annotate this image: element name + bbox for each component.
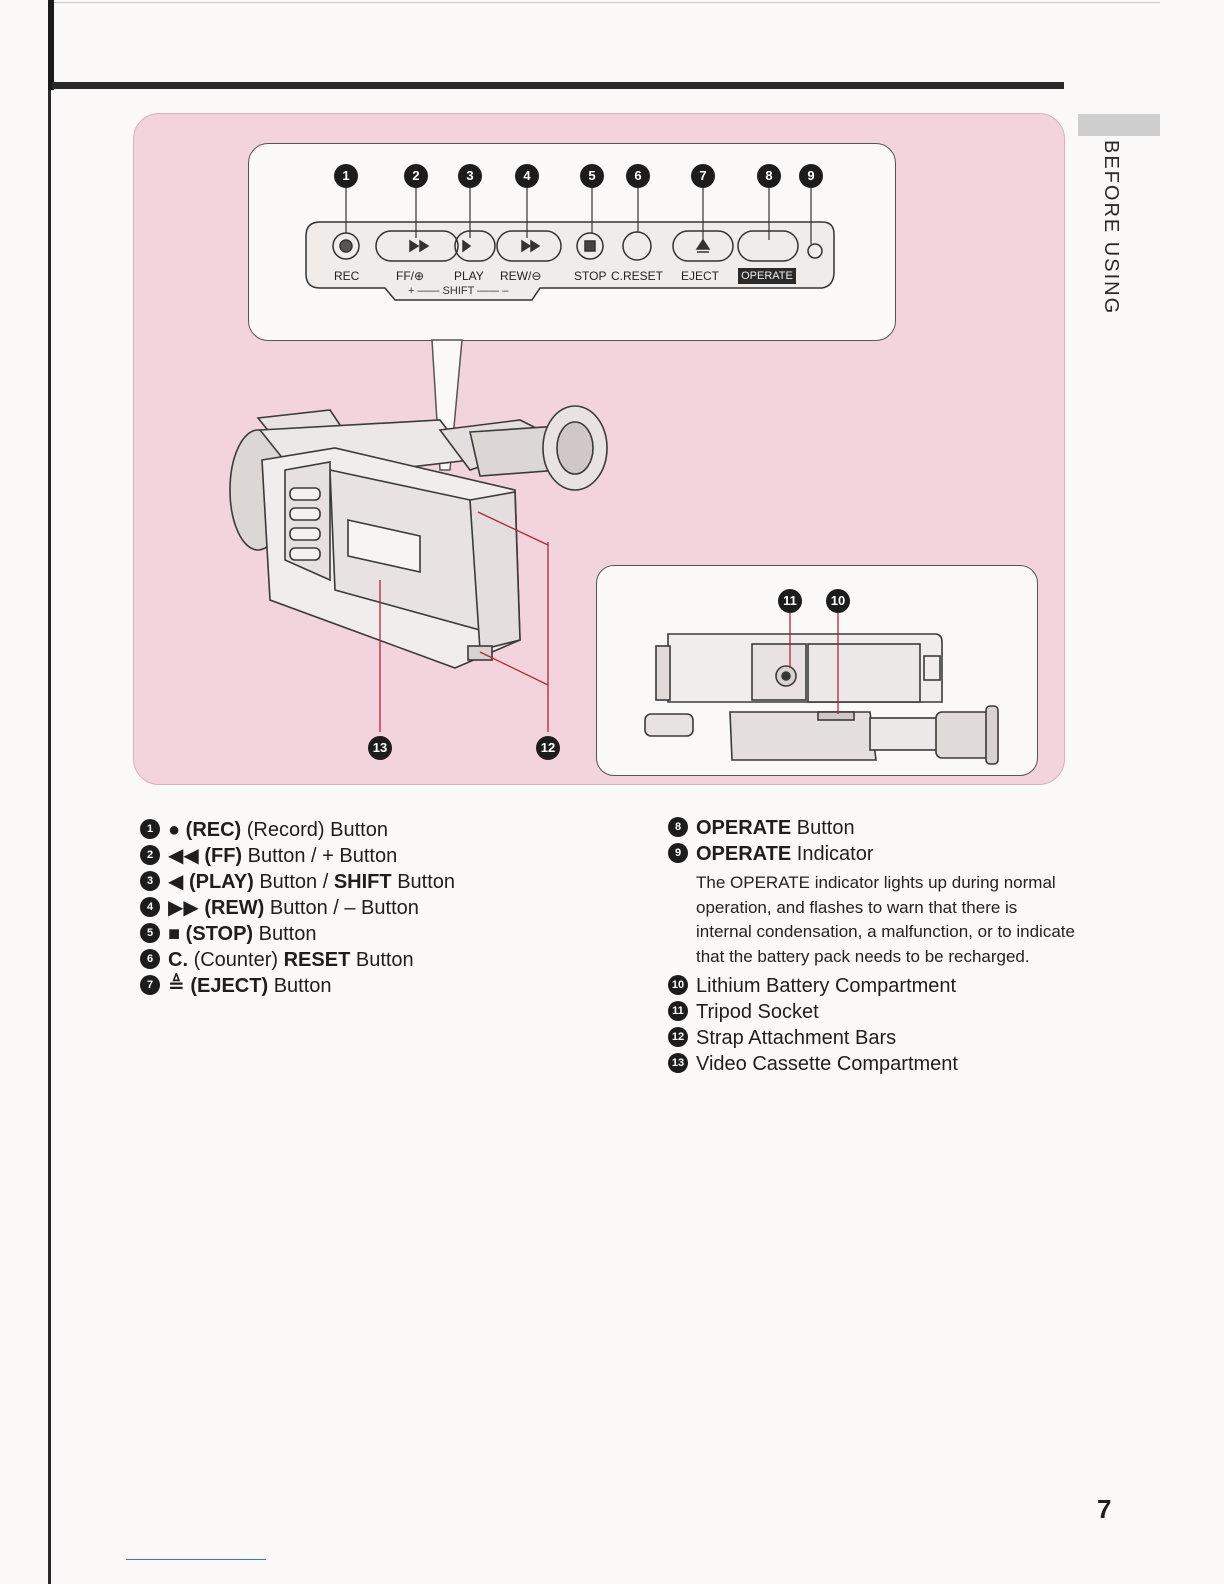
list-item: 13 Video Cassette Compartment — [668, 1051, 1076, 1077]
list-item: 9 OPERATE Indicator — [668, 841, 1076, 867]
item-number: 13 — [668, 1052, 688, 1073]
item-number: 4 — [140, 896, 160, 917]
item-bold-2: SHIFT — [333, 871, 392, 893]
callout-number-11: 11 — [778, 589, 802, 613]
header-rule — [52, 82, 1064, 89]
binding-edge-top — [48, 0, 54, 90]
item-number: 9 — [668, 842, 688, 863]
item-text: Tripod Socket — [696, 1001, 819, 1023]
item-number: 11 — [668, 1000, 688, 1021]
callout-number-10: 10 — [826, 589, 850, 613]
item-text: Strap Attachment Bars — [696, 1027, 897, 1049]
callout-number-7: 7 — [691, 164, 715, 188]
item-number: 1 — [140, 818, 160, 839]
item-text: Button — [258, 923, 317, 945]
item-bold: OPERATE — [696, 843, 792, 865]
item-bold: (STOP) — [185, 923, 254, 945]
label-rew: REW/⊖ — [500, 269, 542, 283]
callout-number-4: 4 — [515, 164, 539, 188]
panel-leader-lines — [345, 188, 812, 244]
inset-leader-lines — [789, 612, 839, 714]
item-text: (Record) Button — [246, 819, 388, 841]
parts-list-left: 1 ● (REC) (Record) Button 2 ◀◀ (FF) Button… — [140, 817, 455, 999]
camcorder-bottom-view — [644, 633, 999, 765]
item-symbol: ◀ — [168, 871, 184, 893]
item-number: 2 — [140, 844, 160, 865]
item-number: 12 — [668, 1026, 688, 1047]
list-item: 1 ● (REC) (Record) Button — [140, 817, 455, 843]
item-text-2: Button — [355, 949, 414, 971]
item-text: Video Cassette Compartment — [696, 1053, 958, 1075]
list-item: 10 Lithium Battery Compartment — [668, 973, 1076, 999]
label-operate: OPERATE — [738, 268, 796, 284]
camcorder-body — [229, 405, 608, 669]
item-bold: (PLAY) — [188, 871, 254, 893]
item-symbol: ■ — [168, 923, 181, 945]
item-number: 5 — [140, 922, 160, 943]
callout-number-1: 1 — [334, 164, 358, 188]
label-play: PLAY — [454, 269, 484, 283]
item-symbol: ● — [168, 819, 181, 841]
callout-number-2: 2 — [404, 164, 428, 188]
item-symbol: ◀◀ — [168, 845, 199, 867]
body-leader-lines — [379, 511, 549, 732]
item-symbol: ▶▶ — [168, 897, 199, 919]
list-item: 7 ≜ (EJECT) Button — [140, 973, 455, 999]
callout-number-13: 13 — [368, 736, 392, 760]
list-item: 8 OPERATE Button — [668, 815, 1076, 841]
item-number: 8 — [668, 816, 688, 837]
list-item: 6 C. (Counter) RESET Button — [140, 947, 455, 973]
section-tab — [1078, 114, 1160, 136]
callout-number-8: 8 — [757, 164, 781, 188]
item-number: 10 — [668, 974, 688, 995]
control-panel-strip — [305, 221, 835, 301]
label-creset: C.RESET — [611, 269, 664, 283]
label-ff: FF/⊕ — [396, 269, 425, 283]
top-hairline — [52, 2, 1160, 3]
item-symbol: C. — [168, 949, 188, 971]
label-rec: REC — [334, 269, 360, 283]
list-item: 4 ▶▶ (REW) Button / – Button — [140, 895, 455, 921]
list-item: 3 ◀ (PLAY) Button / SHIFT Button — [140, 869, 455, 895]
item-bold-2: RESET — [283, 949, 351, 971]
item-text: Button / + Button — [247, 845, 398, 867]
item-text: Button — [273, 975, 332, 997]
callout-number-6: 6 — [626, 164, 650, 188]
item-text: Lithium Battery Compartment — [696, 975, 957, 997]
footer-rule — [126, 1559, 266, 1560]
item-number: 3 — [140, 870, 160, 891]
item-text: Indicator — [796, 843, 874, 865]
item-bold: (FF) — [204, 845, 243, 867]
operate-indicator-description: The OPERATE indicator lights up during n… — [696, 873, 1075, 966]
label-shift: + —— SHIFT —— – — [408, 285, 509, 297]
callout-number-12: 12 — [536, 736, 560, 760]
item-text: Button / – Button — [269, 897, 419, 919]
item-text: (Counter) — [193, 949, 279, 971]
list-item: 5 ■ (STOP) Button — [140, 921, 455, 947]
item-bold: (EJECT) — [190, 975, 269, 997]
list-item: 12 Strap Attachment Bars — [668, 1025, 1076, 1051]
item-text: Button / — [259, 871, 329, 893]
item-symbol: ≜ — [168, 975, 185, 997]
callout-number-9: 9 — [799, 164, 823, 188]
item-number: 6 — [140, 948, 160, 969]
label-eject: EJECT — [681, 269, 720, 283]
item-text: Button — [796, 817, 855, 839]
label-stop: STOP — [574, 269, 607, 283]
binding-edge — [48, 0, 51, 1584]
item-bold: (REC) — [185, 819, 242, 841]
item-number: 7 — [140, 974, 160, 995]
item-bold: (REW) — [204, 897, 265, 919]
page-number: 7 — [1097, 1494, 1112, 1524]
callout-number-5: 5 — [580, 164, 604, 188]
section-tab-label: BEFORE USING — [1100, 140, 1122, 316]
callout-number-3: 3 — [458, 164, 482, 188]
list-item: 11 Tripod Socket — [668, 999, 1076, 1025]
item-text-2: Button — [397, 871, 456, 893]
item-bold: OPERATE — [696, 817, 792, 839]
list-item: 2 ◀◀ (FF) Button / + Button — [140, 843, 455, 869]
